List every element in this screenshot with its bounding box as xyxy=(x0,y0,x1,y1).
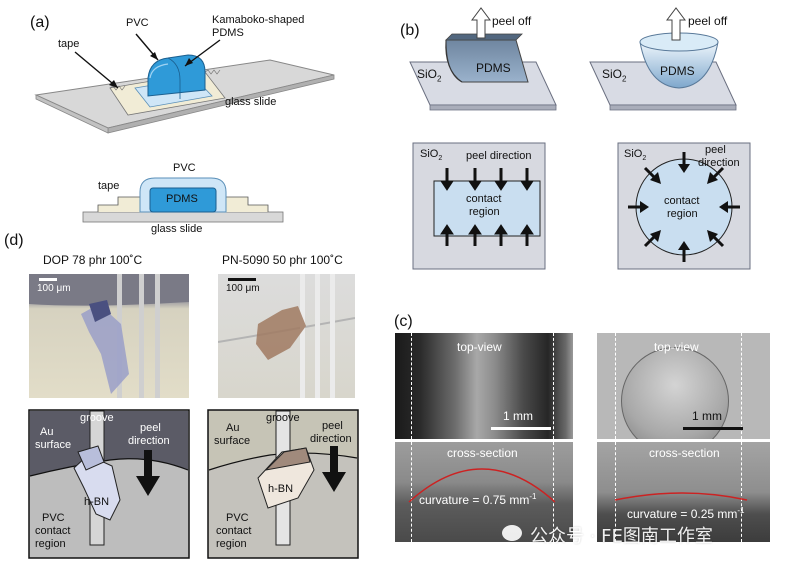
peel-off-right-label: peel off xyxy=(688,14,728,28)
panel-a-tape-label: tape xyxy=(58,38,80,50)
wechat-icon xyxy=(502,525,522,541)
schematic-right-region-label: region xyxy=(216,538,247,550)
schematic-left-pvc-label: PVC xyxy=(42,512,65,524)
schematic-left-region-label: region xyxy=(35,538,66,550)
top-view-left-photo: top-view 1 mm xyxy=(395,333,573,439)
dome-top-view xyxy=(621,347,729,439)
schematic-right-hbn-label: h-BN xyxy=(268,483,294,495)
top-view-left-guide-1 xyxy=(411,333,412,439)
cross-section-left-label: cross-section xyxy=(447,446,518,460)
peel-arrow-left xyxy=(471,7,491,39)
top-view-left-label: top-view xyxy=(457,340,502,354)
top-view-right-guide-1 xyxy=(615,333,616,439)
peel-arrows-left xyxy=(440,168,534,246)
box-left-peel-direction-label: peel direction xyxy=(466,150,532,162)
schematic-right-pvc-label: PVC xyxy=(226,512,249,524)
curvature-arc-right xyxy=(614,492,748,501)
curvature-arc-left xyxy=(408,468,556,503)
pdms-left-label: PDMS xyxy=(476,61,511,75)
schematic-left-au-label: Au xyxy=(40,426,54,438)
top-view-right-photo: top-view 1 mm xyxy=(597,333,770,439)
contact-region-left xyxy=(433,180,541,237)
hbn-flake-right xyxy=(256,306,306,360)
panel-a-kamaboko-label-1: Kamaboko-shaped xyxy=(212,14,305,26)
schematic-right-peel-label: peel xyxy=(322,420,343,432)
top-view-right-guide-2 xyxy=(741,333,742,439)
top-view-right-label: top-view xyxy=(654,340,699,354)
panel-a-cross-glass-label: glass slide xyxy=(151,223,203,235)
cross-section-right-photo: cross-section curvature = 0.25 mm-1 xyxy=(597,442,770,542)
cross-section-right-label: cross-section xyxy=(649,446,720,460)
panel-d-title-left: DOP 78 phr 100˚C xyxy=(43,253,143,267)
glass-slide-edge-left xyxy=(35,94,109,134)
box-right-region-label: region xyxy=(667,208,698,220)
scale-right-label: 1 mm xyxy=(692,409,722,423)
schematic-left-hbn-label: h-BN xyxy=(84,496,110,508)
schematic-left-surface-label: surface xyxy=(35,439,72,451)
panel-a-cross-pdms-label: PDMS xyxy=(166,193,198,205)
sio2-left-label: SiO2 xyxy=(417,67,442,84)
cross-section-left-photo: cross-section curvature = 0.75 mm-1 xyxy=(395,442,573,542)
box-left-contact-label: contact xyxy=(466,193,502,205)
schematic-right-au-label: Au xyxy=(226,422,240,434)
panel-b-label: (b) xyxy=(400,22,420,39)
dome-pdms xyxy=(639,41,719,89)
schematic-left-direction-label: direction xyxy=(128,435,170,447)
peel-arrow-schematic-right xyxy=(322,472,346,492)
scale-left-micrograph-label: 100 μm xyxy=(37,283,71,294)
schematic-left-groove-label: groove xyxy=(80,412,114,424)
panel-c-label: (c) xyxy=(394,313,413,330)
hbn-flake-left xyxy=(81,304,129,394)
peel-arrow-right xyxy=(666,7,686,41)
box-right-direction-label: direction xyxy=(698,157,740,169)
peel-off-left-label: peel off xyxy=(492,14,532,28)
schematic-left-contact-label: contact xyxy=(35,525,71,537)
panel-a-cross-pvc-label: PVC xyxy=(173,162,196,174)
schematic-left-peel-label: peel xyxy=(140,422,161,434)
scale-left-label: 1 mm xyxy=(503,409,533,423)
curvature-left-label: curvature = 0.75 mm-1 xyxy=(419,492,537,507)
box-left-region-label: region xyxy=(469,206,500,218)
panel-a-pvc-label: PVC xyxy=(126,17,149,29)
micrograph-right: 100 μm xyxy=(218,274,355,398)
peel-arrows-right xyxy=(628,152,740,262)
peel-arrow-schematic-left xyxy=(136,476,160,496)
panel-a-label: (a) xyxy=(30,14,50,31)
micrograph-left: 100 μm xyxy=(29,274,189,398)
scale-bar-left xyxy=(491,427,551,430)
panel-a-kamaboko-label-2: PDMS xyxy=(212,27,244,39)
box-right-peel-label: peel xyxy=(705,144,726,156)
panel-d-title-right: PN-5090 50 phr 100˚C xyxy=(222,253,343,267)
box-right-contact-label: contact xyxy=(664,195,700,207)
curvature-right-label: curvature = 0.25 mm-1 xyxy=(627,506,745,521)
pdms-right-label: PDMS xyxy=(660,64,695,78)
cross-pdms xyxy=(149,187,217,213)
panel-d-label: (d) xyxy=(4,232,24,249)
panel-a-cross-tape-label: tape xyxy=(98,180,120,192)
box-right-sio2-label: SiO2 xyxy=(624,148,647,163)
schematic-right-groove-label: groove xyxy=(266,412,300,424)
watermark-text: 公众号 · FE图南工作室 xyxy=(530,526,713,547)
scale-right-micrograph-label: 100 μm xyxy=(226,283,260,294)
schematic-right-contact-label: contact xyxy=(216,525,252,537)
schematic-right-direction-label: direction xyxy=(310,433,352,445)
top-view-left-guide-2 xyxy=(553,333,554,439)
scale-bar-right xyxy=(683,427,743,430)
schematic-right-surface-label: surface xyxy=(214,435,251,447)
panel-a-glass-slide-label: glass slide xyxy=(225,96,277,108)
sio2-right-label: SiO2 xyxy=(602,67,627,84)
box-left-sio2-label: SiO2 xyxy=(420,148,443,163)
